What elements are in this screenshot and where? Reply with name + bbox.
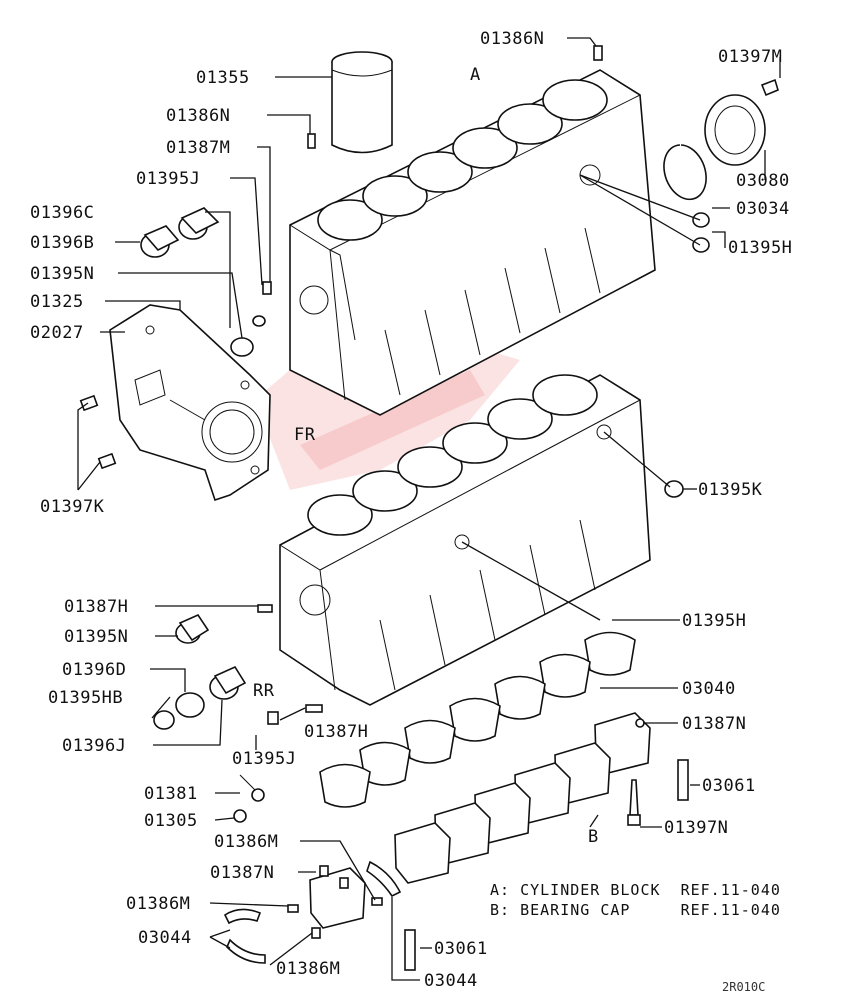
part-labels: A B FR RR 01386N 01397M 01355 01386N 013… <box>30 29 792 991</box>
part-label: 01395N <box>30 264 94 284</box>
part-label: 01386M <box>276 959 340 979</box>
part-label: 01396B <box>30 233 94 253</box>
part-label: 03061 <box>434 939 488 959</box>
part-label: 01387N <box>682 714 746 734</box>
part-label: 03061 <box>702 776 756 796</box>
section-a-label: A <box>470 65 481 85</box>
part-label: 01381 <box>144 784 198 804</box>
part-label: 01395H <box>728 238 792 258</box>
legend-line-b: B: BEARING CAP REF.11-040 <box>490 901 781 919</box>
part-label: 01395HB <box>48 688 123 708</box>
part-label: 01305 <box>144 811 198 831</box>
cylinder-block-lower <box>279 374 651 706</box>
drawing-code: 2R010C <box>722 980 765 994</box>
part-label: 01396J <box>62 736 126 756</box>
rear-label: RR <box>253 681 275 701</box>
part-label: 01386N <box>166 106 230 126</box>
part-label: 02027 <box>30 323 84 343</box>
part-label: 01397N <box>664 818 728 838</box>
part-label: 01387M <box>166 138 230 158</box>
front-label: FR <box>294 425 316 445</box>
upper-small-parts <box>79 45 779 498</box>
cylinder-liner <box>331 51 393 154</box>
part-label: 03040 <box>682 679 736 699</box>
part-label: 01397K <box>40 497 105 517</box>
bearing-caps-upper-row <box>319 631 636 808</box>
part-label: 03044 <box>138 928 192 948</box>
part-label: 01387N <box>210 863 274 883</box>
part-label: 01386M <box>214 832 278 852</box>
legend-line-a: A: CYLINDER BLOCK REF.11-040 <box>490 881 781 899</box>
part-label: 01395N <box>64 627 128 647</box>
rear-plate <box>109 304 271 502</box>
cylinder-block-upper <box>289 69 656 416</box>
part-label: 01395J <box>232 749 296 769</box>
part-label: 01387H <box>304 722 368 742</box>
part-label: 03080 <box>736 171 790 191</box>
section-b-label: B <box>588 827 599 847</box>
part-label: 01395H <box>682 611 746 631</box>
lower-small-parts <box>153 604 323 823</box>
part-label: 01355 <box>196 68 250 88</box>
bearing-caps-lower-row <box>223 712 689 971</box>
part-label: 01396C <box>30 203 94 223</box>
part-label: 01397M <box>718 47 782 67</box>
part-label: 01387H <box>64 597 128 617</box>
part-label: 03044 <box>424 971 478 991</box>
leader-lines <box>77 37 781 981</box>
part-label: 01325 <box>30 292 84 312</box>
part-label: 01395J <box>136 169 200 189</box>
reference-legend: A: CYLINDER BLOCK REF.11-040 B: BEARING … <box>490 881 781 919</box>
part-label: 01386N <box>480 29 544 49</box>
part-label: 03034 <box>736 199 790 219</box>
part-label: 01395K <box>698 480 763 500</box>
part-label: 01396D <box>62 660 126 680</box>
part-label: 01386M <box>126 894 190 914</box>
